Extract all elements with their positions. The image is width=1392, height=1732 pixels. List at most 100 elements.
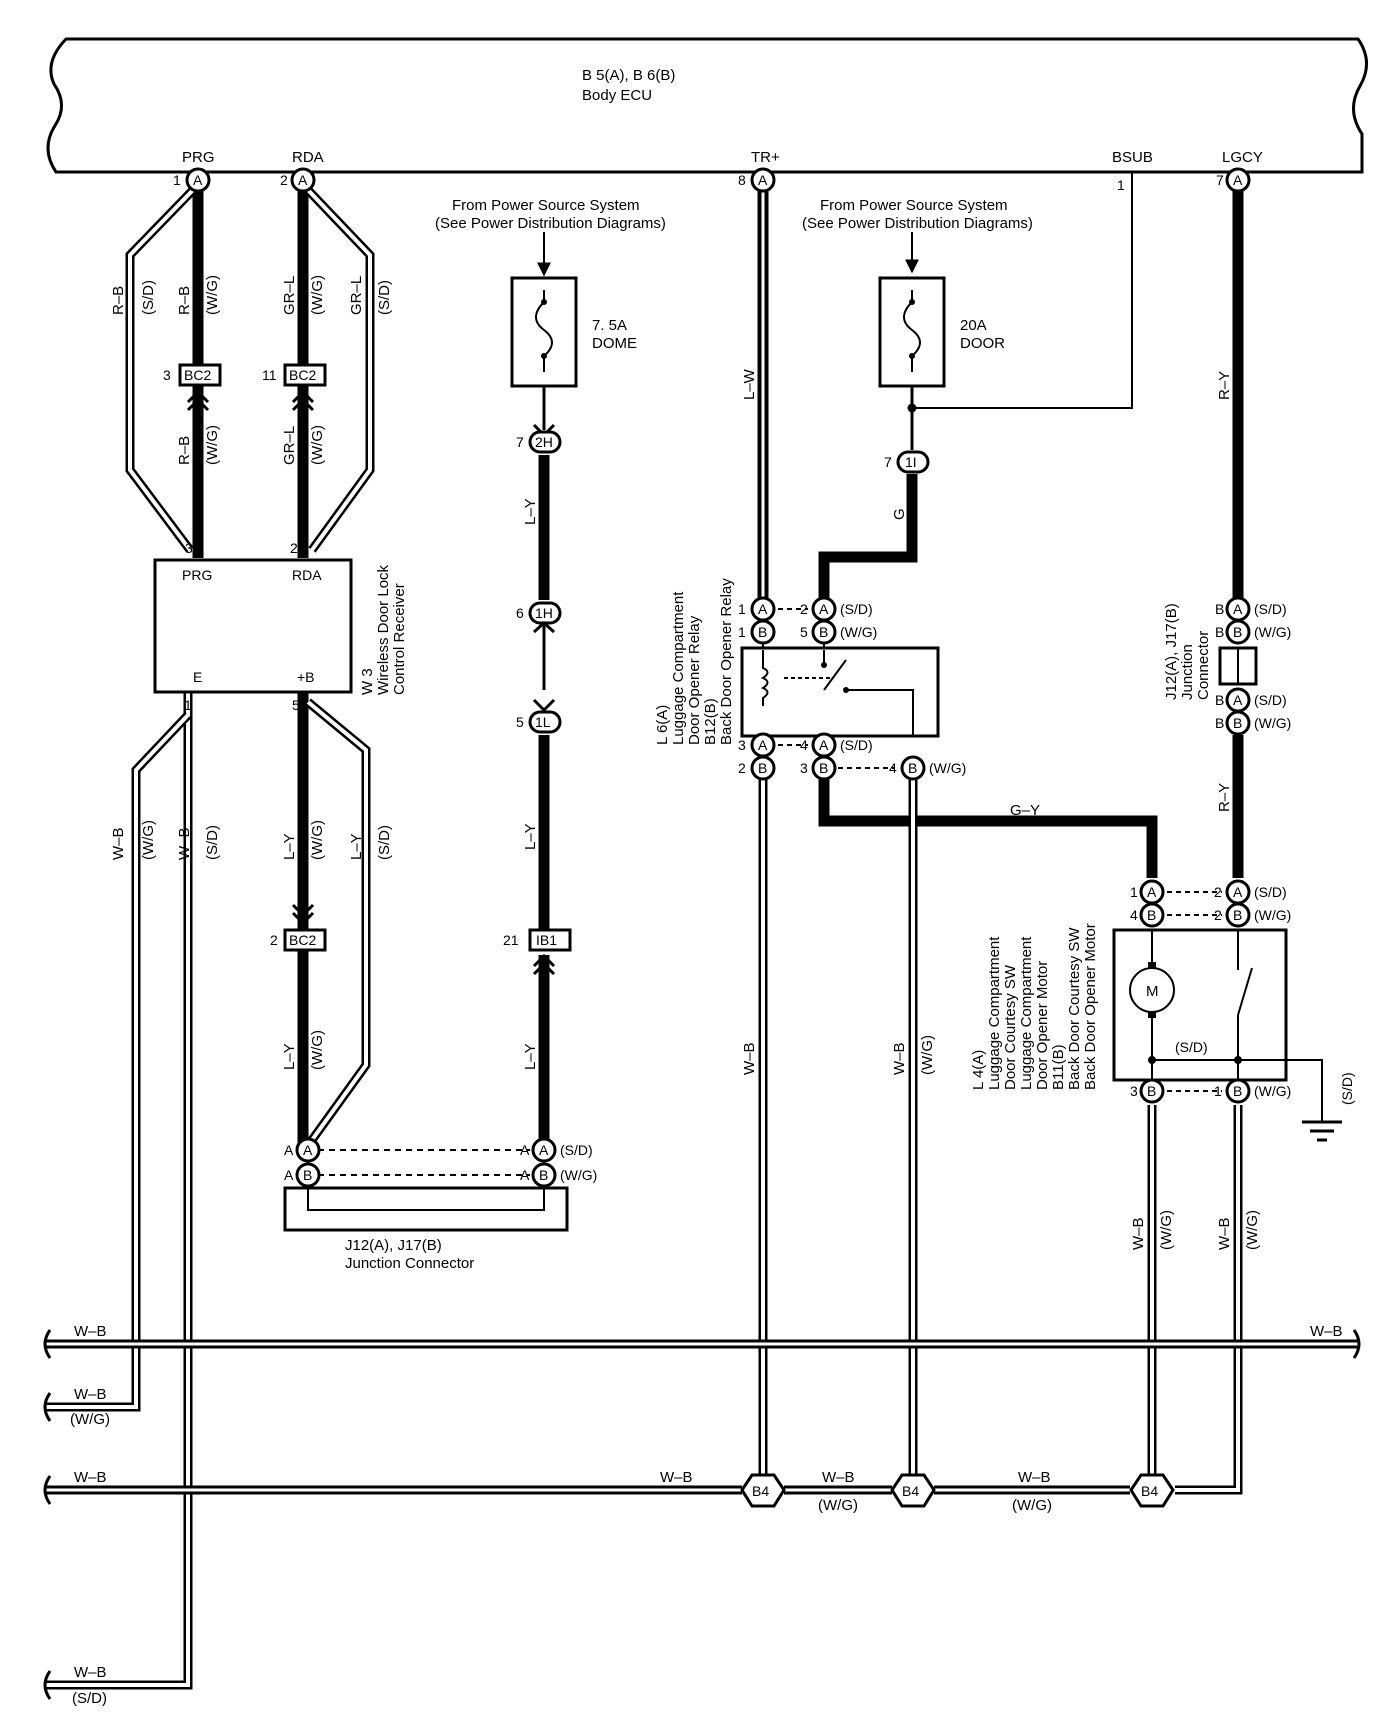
- svg-text:1: 1: [1130, 884, 1138, 900]
- luggage-door-opener-relay: L 6(A) Luggage Compartment Door Opener R…: [654, 578, 940, 745]
- svg-text:(S/D): (S/D): [1175, 1039, 1208, 1055]
- svg-text:3: 3: [800, 760, 808, 776]
- svg-text:W–B: W–B: [110, 827, 127, 860]
- svg-text:1I: 1I: [905, 454, 917, 470]
- svg-text:BC2: BC2: [184, 367, 211, 383]
- svg-text:(W/G): (W/G): [818, 1497, 858, 1514]
- connector-1l: 1L 5: [516, 698, 562, 734]
- svg-text:Junction Connector: Junction Connector: [345, 1255, 474, 1272]
- svg-text:1H: 1H: [535, 605, 553, 621]
- svg-text:5: 5: [292, 697, 300, 713]
- svg-text:E: E: [193, 669, 202, 685]
- svg-text:(W/G): (W/G): [1254, 1083, 1291, 1099]
- svg-text:Luggage Compartment: Luggage Compartment: [1018, 936, 1035, 1090]
- svg-text:A: A: [303, 1142, 313, 1158]
- svg-text:B: B: [819, 760, 828, 776]
- svg-text:W 3: W 3: [359, 668, 376, 695]
- svg-text:+B: +B: [297, 669, 315, 685]
- svg-text:L–Y: L–Y: [522, 823, 539, 850]
- fuse-door: 20A DOOR: [878, 276, 1005, 388]
- svg-text:A: A: [539, 1142, 549, 1158]
- svg-text:(S/D): (S/D): [72, 1690, 107, 1707]
- junction-connector-bottom: A A B A A A (S/D) B A (W/G) J12(A), J17(…: [283, 1137, 597, 1272]
- svg-text:(S/D): (S/D): [840, 737, 873, 753]
- svg-text:A: A: [298, 172, 308, 188]
- svg-text:A: A: [758, 601, 768, 617]
- svg-text:1: 1: [738, 601, 746, 617]
- svg-text:A: A: [284, 1142, 294, 1158]
- ecu-terminal-tr: TR+: [751, 149, 780, 166]
- svg-text:Connector: Connector: [1195, 631, 1212, 700]
- svg-text:IB1: IB1: [536, 932, 557, 948]
- svg-text:(S/D): (S/D): [1254, 884, 1287, 900]
- svg-text:Luggage Compartment: Luggage Compartment: [670, 591, 687, 745]
- svg-text:3: 3: [163, 367, 171, 383]
- svg-text:(S/D): (S/D): [376, 280, 393, 315]
- svg-text:Back Door Opener Relay: Back Door Opener Relay: [718, 578, 735, 745]
- svg-text:8: 8: [738, 172, 746, 188]
- svg-text:7: 7: [516, 434, 524, 450]
- ground-label-sd: (S/D): [1339, 1072, 1355, 1105]
- svg-text:B: B: [908, 760, 917, 776]
- svg-text:W–B: W–B: [1130, 1217, 1147, 1250]
- svg-text:R–Y: R–Y: [1216, 783, 1233, 812]
- ecu-pin-lgcy: A 7: [1216, 167, 1251, 193]
- svg-text:(W/G): (W/G): [309, 820, 326, 860]
- relay-pins: A 1 B 1 A 2 (S/D) B 5 (W/G) A 3 B 2 A 4 …: [738, 596, 966, 781]
- svg-text:A: A: [758, 737, 768, 753]
- ecu-title-connectors: B 5(A), B 6(B): [582, 67, 675, 84]
- fuse-dome: 7. 5A DOME: [510, 276, 637, 388]
- svg-text:B: B: [303, 1167, 312, 1183]
- svg-text:W–B: W–B: [176, 827, 193, 860]
- svg-text:B: B: [758, 760, 767, 776]
- svg-text:R–B: R–B: [110, 286, 127, 315]
- svg-text:(S/D): (S/D): [1254, 601, 1287, 617]
- svg-text:R–Y: R–Y: [1216, 371, 1233, 400]
- door-courtesy-sw-opener-motor: M (S/D) L 4(A) Luggage Compartment Door …: [970, 923, 1323, 1122]
- svg-text:A: A: [520, 1142, 530, 1158]
- svg-text:6: 6: [516, 605, 524, 621]
- power-source-dome-line1: From Power Source System: [452, 197, 640, 214]
- svg-text:Door Courtesy SW: Door Courtesy SW: [1002, 964, 1019, 1090]
- svg-text:A: A: [520, 1167, 530, 1183]
- svg-text:(W/G): (W/G): [919, 1035, 936, 1075]
- svg-text:B4: B4: [752, 1483, 769, 1499]
- svg-text:J12(A), J17(B): J12(A), J17(B): [345, 1237, 442, 1254]
- svg-text:W–B: W–B: [74, 1386, 107, 1403]
- svg-text:(W/G): (W/G): [560, 1167, 597, 1183]
- svg-text:L–Y: L–Y: [348, 833, 365, 860]
- svg-text:G–Y: G–Y: [1010, 802, 1040, 819]
- svg-text:5: 5: [800, 624, 808, 640]
- svg-text:2: 2: [1214, 907, 1222, 923]
- svg-text:PRG: PRG: [182, 567, 212, 583]
- svg-text:W–B: W–B: [660, 1469, 693, 1486]
- fuse-dome-name: DOME: [592, 335, 637, 352]
- svg-text:W–B: W–B: [891, 1042, 908, 1075]
- svg-text:(W/G): (W/G): [309, 1030, 326, 1070]
- ecu-pin-bsub: 1: [1117, 177, 1125, 193]
- ecu-terminal-bsub: BSUB: [1112, 149, 1153, 166]
- svg-text:B: B: [1215, 692, 1224, 708]
- connector-2h: 2H 7: [516, 423, 562, 454]
- motor-symbol: M: [1146, 983, 1159, 1000]
- power-source-door-line1: From Power Source System: [820, 197, 1008, 214]
- svg-text:(W/G): (W/G): [1158, 1210, 1175, 1250]
- connector-bc2-lower: BC2 2: [270, 903, 327, 952]
- svg-text:Control Receiver: Control Receiver: [391, 583, 408, 695]
- svg-text:4: 4: [1130, 907, 1138, 923]
- svg-text:GR–L: GR–L: [281, 276, 298, 315]
- svg-text:L 6(A): L 6(A): [654, 705, 671, 745]
- svg-text:(S/D): (S/D): [840, 601, 873, 617]
- svg-text:A: A: [1233, 692, 1243, 708]
- svg-text:L–Y: L–Y: [281, 833, 298, 860]
- svg-text:(W/G): (W/G): [1254, 907, 1291, 923]
- svg-text:B: B: [1147, 1083, 1156, 1099]
- svg-text:2: 2: [270, 932, 278, 948]
- svg-text:B11(B): B11(B): [1050, 1044, 1067, 1090]
- svg-text:W–B: W–B: [1018, 1469, 1051, 1486]
- svg-text:A: A: [193, 172, 203, 188]
- svg-text:Junction: Junction: [1179, 644, 1196, 700]
- fuse-door-name: DOOR: [960, 335, 1005, 352]
- svg-text:3: 3: [1130, 1083, 1138, 1099]
